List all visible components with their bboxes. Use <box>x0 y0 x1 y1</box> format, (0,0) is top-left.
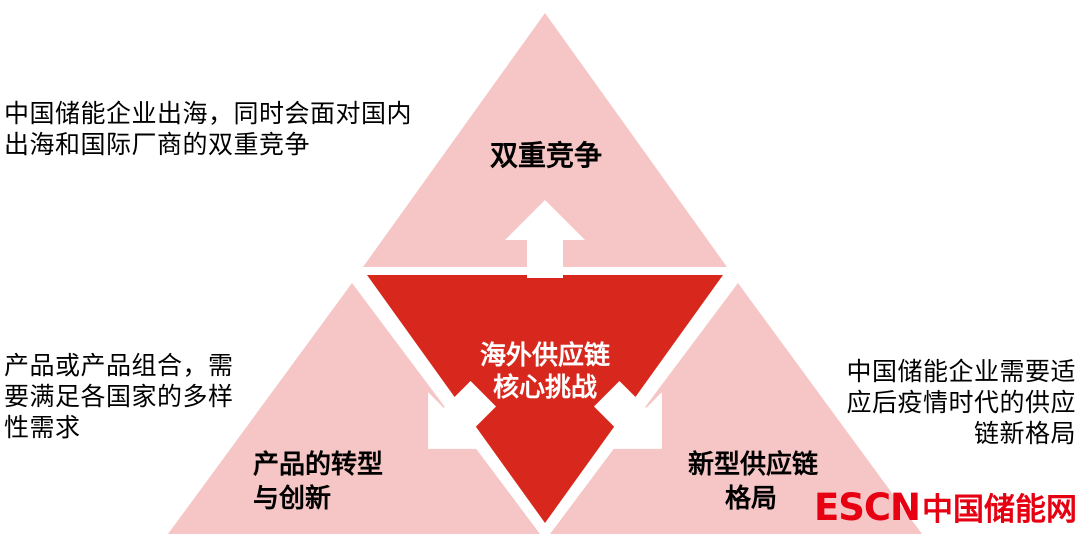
label-line: 产品的转型 <box>253 450 384 480</box>
annotation-line: 链新格局 <box>973 419 1076 448</box>
annotation-top-left: 中国储能企业出海，同时会面对国内 出海和国际厂商的双重竞争 <box>4 98 412 160</box>
annotation-line: 中国储能企业出海，同时会面对国内 <box>4 99 413 128</box>
bottom-left-triangle <box>168 283 540 534</box>
annotation-line: 要满足各国家的多样 <box>4 382 234 411</box>
label-line: 与创新 <box>253 484 332 514</box>
label-line: 新型供应链 <box>688 450 819 480</box>
annotation-mid-right: 中国储能企业需要适 应后疫情时代的供应 链新格局 <box>846 356 1076 449</box>
down-right-arrow-icon <box>593 380 662 449</box>
center-label-line: 核心挑战 <box>492 373 598 403</box>
down-left-arrow-icon <box>428 380 497 449</box>
annotation-line: 出海和国际厂商的双重竞争 <box>4 130 311 159</box>
escn-logo-chinese: 中国储能网 <box>922 492 1077 528</box>
escn-logo: ESCN 中国储能网 <box>814 484 1077 529</box>
bottom-right-triangle <box>550 283 922 534</box>
top-triangle-label: 双重竞争 <box>489 139 603 172</box>
annotation-line: 产品或产品组合，需 <box>4 351 234 380</box>
annotation-line: 性需求 <box>4 413 81 442</box>
top-triangle <box>363 13 727 267</box>
center-triangle <box>367 275 723 523</box>
bottom-left-triangle-label: 产品的转型 与创新 <box>253 448 383 516</box>
bottom-right-triangle-label: 新型供应链 格局 <box>688 448 819 516</box>
annotation-mid-left: 产品或产品组合，需 要满足各国家的多样 性需求 <box>4 350 234 443</box>
annotation-line: 应后疫情时代的供应 <box>846 388 1076 417</box>
annotation-line: 中国储能企业需要适 <box>846 357 1076 386</box>
center-triangle-label: 海外供应链 核心挑战 <box>480 340 610 404</box>
center-label-line: 海外供应链 <box>479 341 611 371</box>
label-line: 格局 <box>724 484 777 514</box>
escn-logo-latin: ESCN <box>813 486 921 529</box>
up-arrow-icon <box>505 200 585 278</box>
